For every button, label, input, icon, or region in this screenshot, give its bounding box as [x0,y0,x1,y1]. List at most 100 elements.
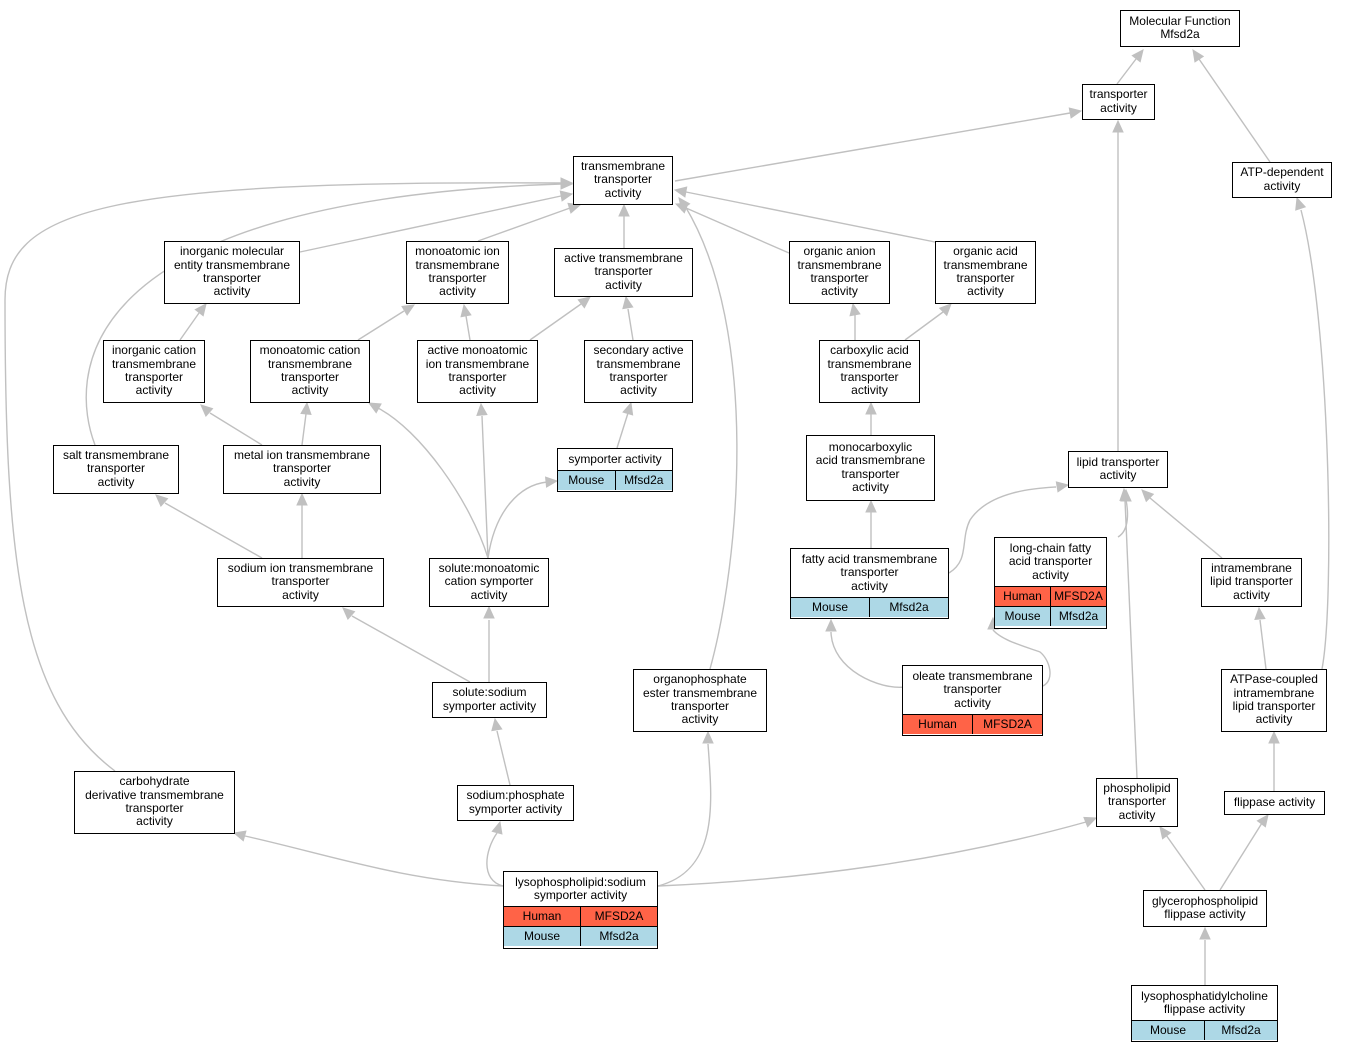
node-atpase-coupled[interactable]: ATPase-coupled intramembrane lipid trans… [1221,669,1327,732]
edge-arrowhead [1055,481,1070,493]
node-monoatomic-cation[interactable]: monoatomic cation transmembrane transpor… [250,340,370,403]
node-phospholipid-transporter[interactable]: phospholipid transporter activity [1096,778,1178,827]
node-label: active transmembrane transporter activit… [564,250,683,292]
edge-arrowhead [577,296,591,309]
edge-line [465,315,471,341]
node-lipid-transporter[interactable]: lipid transporter activity [1068,451,1168,488]
node-oleate-transmembrane[interactable]: oleate transmembrane transporter activit… [902,665,1043,736]
node-solute-monoatomic-cation[interactable]: solute:monoatomic cation symporter activ… [429,558,549,607]
node-atp-dependent[interactable]: ATP-dependent activity [1232,162,1332,198]
node-lysophospholipid-sodium[interactable]: lysophospholipid:sodium symporter activi… [503,871,658,949]
edge-line [4,182,562,772]
edge-arrowhead [342,607,356,620]
node-molecular-function[interactable]: Molecular Function Mfsd2a [1120,10,1240,47]
edge-line [616,412,629,449]
node-label: monocarboxylic acid transmembrane transp… [815,439,926,494]
edge-arrowhead [1083,816,1098,828]
node-label: lipid transporter activity [1076,454,1160,482]
node-transmembrane-transporter[interactable]: transmembrane transporter activity [573,156,673,205]
node-active-transmembrane[interactable]: active transmembrane transporter activit… [554,248,693,297]
node-long-chain-fatty-acid[interactable]: long-chain fatty acid transporter activi… [994,537,1107,629]
node-sodium-phosphate[interactable]: sodium:phosphate symporter activity [457,785,574,821]
edge-line [684,205,738,670]
node-label: ATP-dependent activity [1240,165,1324,193]
edge-line [948,486,1057,574]
edge-arrowhead [1119,487,1131,501]
node-inorganic-cation[interactable]: inorganic cation transmembrane transport… [103,340,205,403]
node-organophosphate-ester[interactable]: organophosphate ester transmembrane tran… [633,669,767,732]
node-label: inorganic molecular entity transmembrane… [173,244,291,299]
node-organic-anion[interactable]: organic anion transmembrane transporter … [789,241,890,304]
node-salt-transmembrane[interactable]: salt transmembrane transporter activity [53,445,179,494]
edge-line [657,743,712,887]
edge-line [1117,499,1129,538]
node-intramembrane-lipid[interactable]: intramembrane lipid transporter activity [1201,558,1302,607]
node-fatty-acid[interactable]: fatty acid transmembrane transporter act… [790,548,949,619]
node-transporter-activity[interactable]: transporter activity [1082,84,1155,120]
node-label: secondary active transmembrane transport… [593,343,684,398]
edge-arrowhead [1112,119,1124,133]
edge-arrowhead [367,402,382,414]
node-monoatomic-ion[interactable]: monoatomic ion transmembrane transporter… [406,241,509,304]
edge-line [487,481,548,559]
edge-arrowhead [560,177,574,189]
edge-line [1219,822,1263,891]
node-label: monoatomic ion transmembrane transporter… [415,244,500,299]
edge-line [477,207,571,242]
node-flippase[interactable]: flippase activity [1224,791,1325,815]
edge-arrowhead [559,190,574,202]
mouse-annotation-row: Mouse Mfsd2a [504,926,657,946]
edge-line [1124,499,1138,779]
edge-line [627,308,634,341]
node-inorganic-molecular-entity[interactable]: inorganic molecular entity transmembrane… [164,241,300,304]
edge-line [529,303,582,341]
node-label: solute:sodium symporter activity [442,685,537,713]
edge-line [301,413,307,446]
node-label: lysophospholipid:sodium symporter activi… [515,874,646,902]
edge-line [481,415,489,559]
edge-line [486,832,504,887]
node-solute-sodium[interactable]: solute:sodium symporter activity [432,682,547,718]
node-label: sodium ion transmembrane transporter act… [227,560,374,602]
species-label: Mouse [523,929,561,943]
node-symporter[interactable]: symporter activity Mouse Mfsd2a [557,448,673,492]
edge-line [674,112,1071,182]
species-label: Mouse [1149,1023,1187,1037]
node-label: intramembrane lipid transporter activity [1210,560,1293,602]
node-lysophosphatidylcholine-flippase[interactable]: lysophosphatidylcholine flippase activit… [1131,985,1278,1042]
node-label: transporter activity [1089,87,1148,115]
node-organic-acid[interactable]: organic acid transmembrane transporter a… [935,241,1036,304]
edge-arrowhead [1159,826,1172,840]
species-label: Mouse [811,600,849,614]
edge-line [1165,834,1206,891]
gene-label: MFSD2A [1050,587,1106,606]
node-secondary-active[interactable]: secondary active transmembrane transport… [584,340,693,403]
node-sodium-ion[interactable]: sodium ion transmembrane transporter act… [217,558,384,607]
edge-arrowhead [622,295,634,310]
node-label: organic acid transmembrane transporter a… [943,244,1028,299]
edge-arrowhead [1131,49,1144,63]
node-carboxylic-acid[interactable]: carboxylic acid transmembrane transporte… [819,340,920,403]
human-annotation-row: Human MFSD2A [504,906,657,926]
gene-label: Mfsd2a [580,927,657,946]
node-label: metal ion transmembrane transporter acti… [233,447,371,489]
node-label: symporter activity [568,451,662,466]
node-label: solute:monoatomic cation symporter activ… [438,560,540,602]
node-glycerophospholipid-flippase[interactable]: glycerophospholipid flippase activity [1143,890,1267,927]
node-monocarboxylic-acid[interactable]: monocarboxylic acid transmembrane transp… [806,435,935,501]
node-label: sodium:phosphate symporter activity [466,788,565,816]
node-carbohydrate-derivative[interactable]: carbohydrate derivative transmembrane tr… [74,771,235,834]
node-label: oleate transmembrane transporter activit… [912,668,1033,710]
species-label: Human [918,717,957,731]
edge-arrowhead [938,303,952,317]
node-active-monoatomic-ion[interactable]: active monoatomic ion transmembrane tran… [417,340,538,403]
edge-arrowhead [232,830,247,842]
edge-line [164,502,263,559]
edge-line [830,631,906,688]
edge-arrowhead [849,302,861,317]
node-metal-ion[interactable]: metal ion transmembrane transporter acti… [223,445,381,494]
node-label: fatty acid transmembrane transporter act… [801,551,938,593]
gene-label: MFSD2A [972,715,1042,734]
edge-arrowhead [200,404,214,417]
